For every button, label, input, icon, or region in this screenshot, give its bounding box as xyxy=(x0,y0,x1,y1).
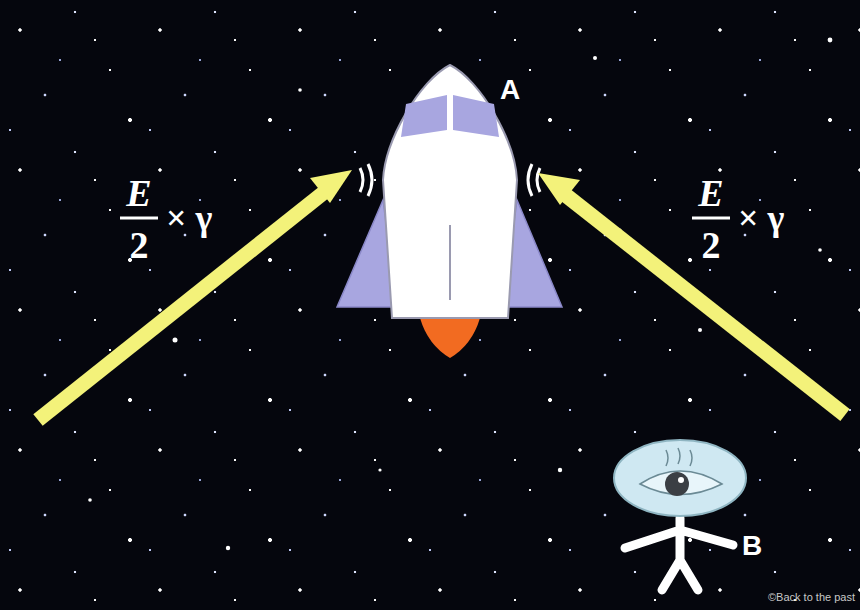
rocket xyxy=(337,65,562,358)
alien xyxy=(614,440,746,590)
fraction-denominator: 2 xyxy=(702,226,721,264)
observer-label: B xyxy=(742,532,762,560)
lorentz-factor: × γ xyxy=(738,200,784,236)
fraction-denominator: 2 xyxy=(130,226,149,264)
sound-waves xyxy=(360,164,540,196)
lorentz-factor: × γ xyxy=(166,200,212,236)
watermark: ©Back to the past xyxy=(768,592,855,603)
ship-label: A xyxy=(500,76,520,104)
energy-symbol: E xyxy=(698,174,723,212)
energy-arrows xyxy=(38,170,845,420)
energy-symbol: E xyxy=(126,174,151,212)
